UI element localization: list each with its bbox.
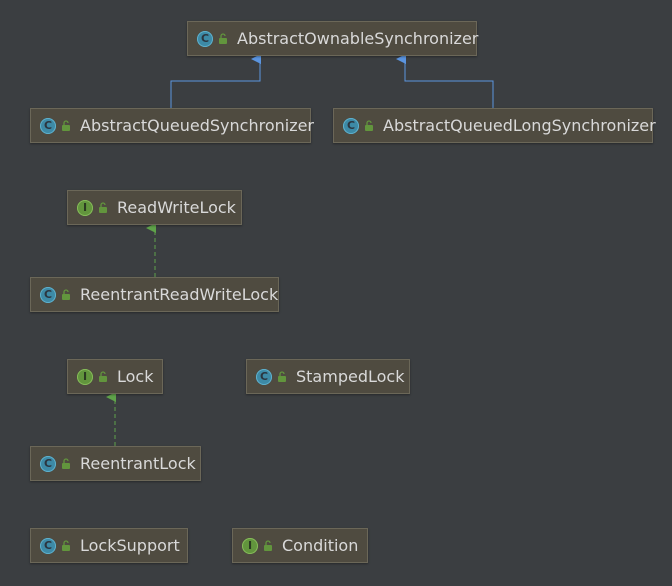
node-abstract-queued-long-synchronizer[interactable]: C AbstractQueuedLongSynchronizer	[333, 108, 656, 143]
node-label: ReentrantReadWriteLock	[80, 285, 279, 304]
node-label: AbstractQueuedLongSynchronizer	[383, 116, 656, 135]
node-label: AbstractOwnableSynchronizer	[237, 29, 479, 48]
lock-open-icon	[62, 289, 70, 300]
node-stamped-lock[interactable]: C StampedLock	[246, 359, 410, 394]
lock-open-icon	[99, 202, 107, 213]
class-icon: C	[40, 286, 56, 303]
class-icon: C	[256, 368, 272, 385]
lock-open-icon	[62, 120, 70, 131]
edge-aqs-extends-aos	[170, 54, 261, 108]
node-reentrant-lock[interactable]: C ReentrantLock	[30, 446, 201, 481]
node-condition[interactable]: I Condition	[232, 528, 368, 563]
class-icon: C	[197, 30, 213, 47]
node-reentrant-read-write-lock[interactable]: C ReentrantReadWriteLock	[30, 277, 279, 312]
interface-icon: I	[77, 368, 93, 385]
node-label: Lock	[117, 367, 154, 386]
lock-open-icon	[365, 120, 373, 131]
node-abstract-ownable-synchronizer[interactable]: C AbstractOwnableSynchronizer	[187, 21, 479, 56]
class-icon: C	[40, 117, 56, 134]
lock-open-icon	[99, 371, 107, 382]
lock-open-icon	[62, 458, 70, 469]
node-abstract-queued-synchronizer[interactable]: C AbstractQueuedSynchronizer	[30, 108, 315, 143]
interface-icon: I	[77, 199, 93, 216]
node-read-write-lock[interactable]: I ReadWriteLock	[67, 190, 242, 225]
class-icon: C	[343, 117, 359, 134]
lock-open-icon	[264, 540, 272, 551]
node-label: LockSupport	[80, 536, 180, 555]
class-icon: C	[40, 455, 56, 472]
lock-open-icon	[278, 371, 286, 382]
node-label: AbstractQueuedSynchronizer	[80, 116, 315, 135]
edge-aqls-extends-aos	[396, 54, 494, 108]
node-lock-support[interactable]: C LockSupport	[30, 528, 188, 563]
node-label: StampedLock	[296, 367, 405, 386]
node-label: Condition	[282, 536, 359, 555]
lock-open-icon	[219, 33, 227, 44]
lock-open-icon	[62, 540, 70, 551]
class-icon: C	[40, 537, 56, 554]
interface-icon: I	[242, 537, 258, 554]
node-lock[interactable]: I Lock	[67, 359, 163, 394]
node-label: ReentrantLock	[80, 454, 196, 473]
node-label: ReadWriteLock	[117, 198, 236, 217]
